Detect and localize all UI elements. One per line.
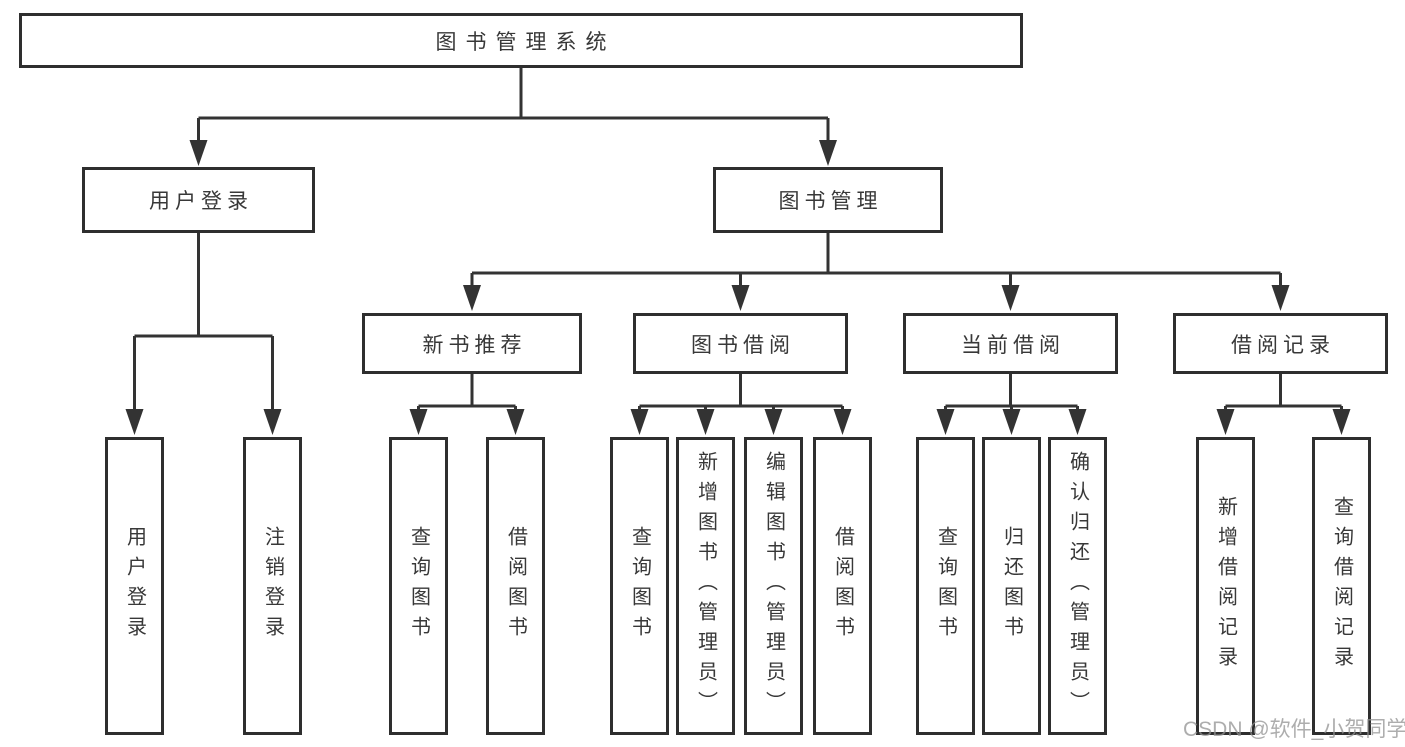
arrowhead-user-login: [189, 140, 208, 166]
leaf-query-borrow-record-label: 查询借阅记录: [1330, 496, 1353, 676]
node-borrow-records-label: 借阅记录: [1231, 333, 1335, 357]
arrowhead-leaf: [409, 409, 428, 435]
leaf-return-book-label: 归还图书: [1000, 526, 1023, 646]
arrowhead-leaf: [696, 409, 715, 435]
leaf-borrow-books-borrow-label: 借阅图书: [831, 526, 854, 646]
leaf-query-books-current-label: 查询图书: [934, 526, 957, 646]
arrowhead-leaf: [936, 409, 955, 435]
arrowhead-book-management: [819, 140, 837, 166]
leaf-edit-book-admin: 编辑图书（管理员）: [744, 437, 803, 735]
arrowhead-logout-leaf: [263, 409, 282, 435]
leaf-query-borrow-record: 查询借阅记录: [1312, 437, 1371, 735]
node-book-management-label: 图书管理: [778, 190, 883, 213]
arrowhead-leaf: [1332, 409, 1351, 435]
leaf-query-books-recommend: 查询图书: [389, 437, 448, 735]
leaf-add-book-admin: 新增图书（管理员）: [676, 437, 735, 735]
watermark-text: CSDN @软件_小贺同学: [1183, 718, 1405, 741]
node-current-borrow: 当前借阅: [903, 313, 1118, 374]
leaf-borrow-books-borrow: 借阅图书: [813, 437, 872, 735]
node-book-borrow-label: 图书借阅: [691, 333, 795, 357]
leaf-query-books-borrow-label: 查询图书: [628, 526, 651, 646]
node-root-label: 图书管理系统: [435, 30, 616, 54]
arrowhead-login-leaf: [125, 409, 144, 435]
arrowhead-leaf: [630, 409, 649, 435]
leaf-user-login-label: 用户登录: [123, 526, 146, 646]
node-book-borrow: 图书借阅: [633, 313, 848, 374]
node-borrow-records: 借阅记录: [1173, 313, 1388, 374]
leaf-add-book-admin-label: 新增图书（管理员）: [694, 451, 717, 721]
leaf-user-login: 用户登录: [105, 437, 164, 735]
leaf-add-borrow-record: 新增借阅记录: [1196, 437, 1255, 735]
leaf-query-books-borrow: 查询图书: [610, 437, 669, 735]
leaf-query-books-current: 查询图书: [916, 437, 975, 735]
arrowhead-new-book: [463, 285, 481, 311]
node-user-login: 用户登录: [82, 167, 315, 233]
leaf-query-books-recommend-label: 查询图书: [407, 526, 430, 646]
leaf-confirm-return-admin: 确认归还（管理员）: [1048, 437, 1107, 735]
arrowhead-leaf: [506, 409, 525, 435]
node-book-management: 图书管理: [713, 167, 943, 233]
arrowhead-leaf: [1002, 409, 1021, 435]
leaf-edit-book-admin-label: 编辑图书（管理员）: [762, 451, 785, 721]
node-root: 图书管理系统: [19, 13, 1023, 68]
node-new-book-recommend: 新书推荐: [362, 313, 582, 374]
node-new-book-recommend-label: 新书推荐: [422, 333, 527, 357]
arrowhead-book-borrow: [731, 285, 750, 311]
leaf-confirm-return-admin-label: 确认归还（管理员）: [1066, 451, 1089, 721]
node-user-login-label: 用户登录: [149, 190, 253, 213]
arrowhead-borrow-records: [1271, 285, 1290, 311]
leaf-borrow-books-recommend-label: 借阅图书: [504, 526, 527, 646]
leaf-logout-label: 注销登录: [261, 526, 284, 646]
leaf-borrow-books-recommend: 借阅图书: [486, 437, 545, 735]
arrowhead-current-borrow: [1001, 285, 1020, 311]
arrowhead-leaf: [764, 409, 783, 435]
leaf-return-book: 归还图书: [982, 437, 1041, 735]
node-current-borrow-label: 当前借阅: [961, 333, 1065, 357]
arrowhead-leaf: [1216, 409, 1235, 435]
leaf-logout: 注销登录: [243, 437, 302, 735]
leaf-add-borrow-record-label: 新增借阅记录: [1214, 496, 1237, 676]
arrowhead-leaf: [833, 409, 852, 435]
arrowhead-leaf: [1068, 409, 1087, 435]
